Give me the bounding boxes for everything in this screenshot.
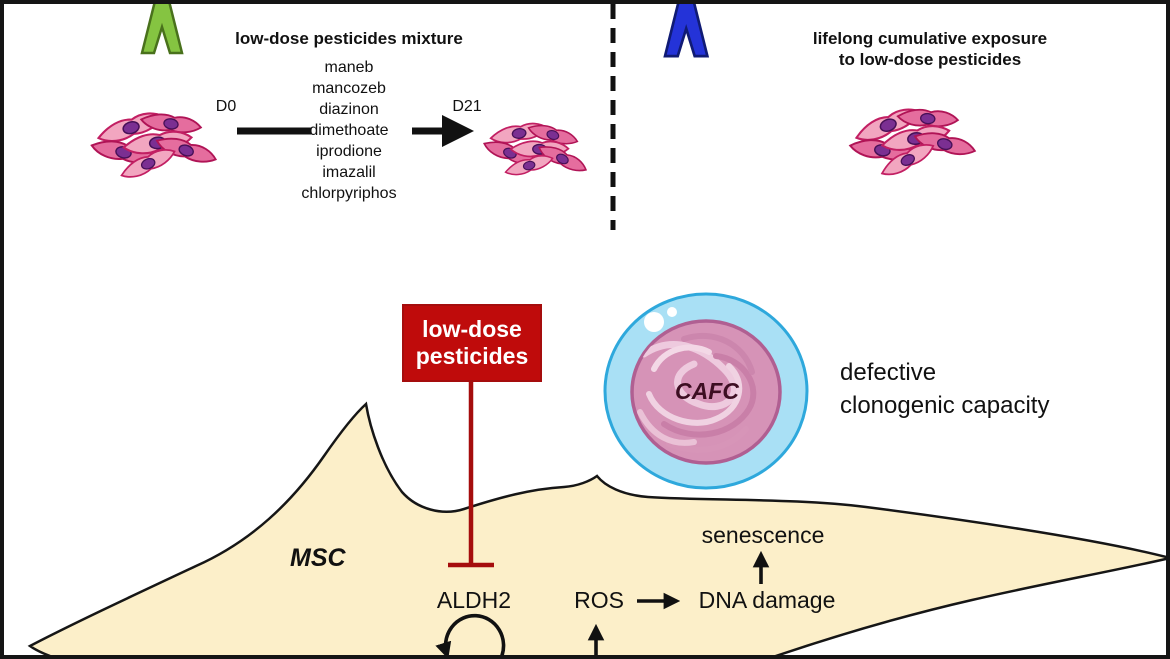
msc-cells-d0 — [90, 109, 218, 182]
colony-highlight — [644, 312, 664, 332]
pesticide-list: maneb mancozeb diazinon dimethoate iprodione… — [249, 57, 449, 204]
msc-cells-d21 — [478, 113, 593, 189]
right-panel-title: lifelong cumulative exposure to low-dose… — [774, 28, 1086, 70]
right-panel-title-line1: lifelong cumulative exposure — [812, 29, 1048, 48]
aldh2-label: ALDH2 — [436, 587, 512, 613]
cafc-colony — [603, 292, 809, 490]
low-dose-pesticides-box-line2: pesticides — [415, 343, 529, 369]
pesticide-item: imazalil — [322, 164, 376, 181]
senescence-label: senescence — [701, 522, 825, 548]
green-chevron-icon — [140, 4, 184, 55]
right-panel-title-line2: to low-dose pesticides — [838, 50, 1022, 69]
low-dose-pesticides-box: low-dose pesticides — [402, 304, 542, 382]
low-dose-pesticides-box-line1: low-dose — [422, 316, 522, 342]
pesticide-item: iprodione — [316, 143, 382, 160]
diagram-svg — [27, 4, 1166, 655]
left-panel-title: low-dose pesticides mixture — [235, 29, 463, 48]
pesticide-item: mancozeb — [312, 80, 386, 97]
aldh2-cycle-arrow — [435, 613, 506, 655]
defective-line2: clonogenic capacity — [840, 392, 1050, 419]
pesticide-item: dimethoate — [309, 122, 389, 139]
pesticide-item: maneb — [324, 59, 374, 76]
defective-clonogenic-label: defective clonogenic capacity — [840, 356, 1090, 422]
timepoint-d0: D0 — [215, 98, 237, 115]
colony-highlight-small — [667, 307, 677, 317]
colony-strands — [637, 332, 757, 453]
ros-label: ROS — [574, 587, 624, 613]
msc-label: MSC — [290, 544, 346, 572]
timepoint-d21: D21 — [452, 98, 482, 115]
defective-line1: defective — [840, 359, 937, 386]
msc-cell-body — [27, 401, 1166, 655]
blue-chevron-icon — [663, 4, 710, 58]
dna-damage-label: DNA damage — [698, 587, 836, 613]
pesticide-item: chlorpyriphos — [301, 185, 397, 202]
msc-cells-lifelong — [846, 100, 979, 182]
pesticide-item: diazinon — [319, 101, 379, 118]
cafc-label: CAFC — [675, 378, 739, 404]
